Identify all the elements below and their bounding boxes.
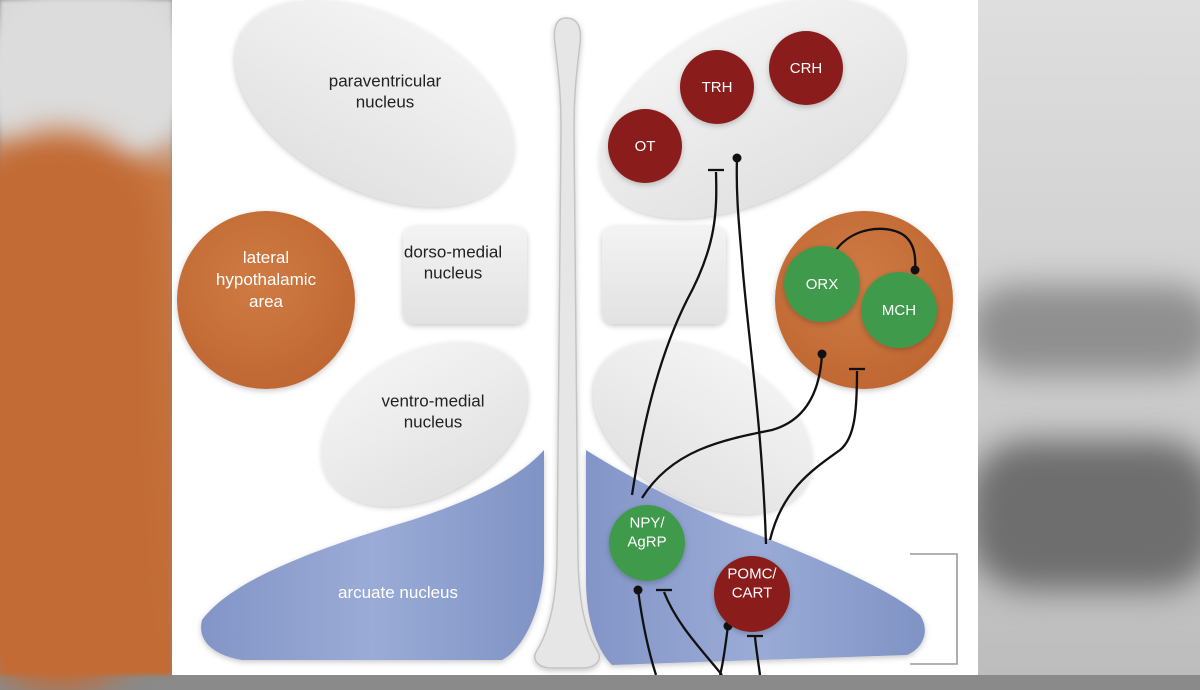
pomc-cart-label: POMC/CART <box>727 566 777 602</box>
pomc-to-mch-inhibitory <box>768 370 859 541</box>
dorsomedial-nucleus-right <box>602 226 726 324</box>
crh-label: CRH <box>790 60 823 77</box>
npy-agrp-label: NPY/AgRP <box>627 515 666 551</box>
npy-agrp-cell: NPY/AgRP <box>609 505 685 581</box>
trh-label: TRH <box>702 79 733 96</box>
pomc-to-trh-excitatory <box>735 157 768 545</box>
bracket <box>910 553 958 665</box>
ot-label: OT <box>635 138 656 155</box>
mch-cell: MCH <box>861 272 937 348</box>
input-to-pomc-inhibitory <box>753 636 762 675</box>
npy-to-orx-dot <box>817 349 827 359</box>
pomc-cart-cell: POMC/CART <box>714 556 790 632</box>
pomc-to-trh-dot <box>732 153 742 163</box>
npy-to-ot-inhibitory <box>630 171 718 496</box>
third-ventricle-stalk <box>534 17 600 669</box>
orx-to-mch-dot <box>910 265 920 275</box>
input-to-npy-dot <box>633 585 643 595</box>
blurred-left-backdrop <box>0 0 190 690</box>
arcuate-label: arcuate nucleus <box>338 583 458 602</box>
connections <box>630 153 920 675</box>
orx-label: ORX <box>806 276 839 293</box>
input-to-npy-excitatory <box>636 589 658 675</box>
blurred-right-backdrop <box>968 0 1200 675</box>
orx-to-mch-excitatory <box>835 227 917 271</box>
crh-cell: CRH <box>769 31 843 105</box>
input-to-npy-inhibitory <box>662 591 723 675</box>
ot-cell: OT <box>608 109 682 183</box>
ventromedial-nucleus-right <box>593 340 813 514</box>
npy-to-orx-excitatory <box>641 353 824 499</box>
trh-cell: TRH <box>680 50 754 124</box>
orx-cell: ORX <box>784 246 860 322</box>
mch-label: MCH <box>882 302 916 319</box>
